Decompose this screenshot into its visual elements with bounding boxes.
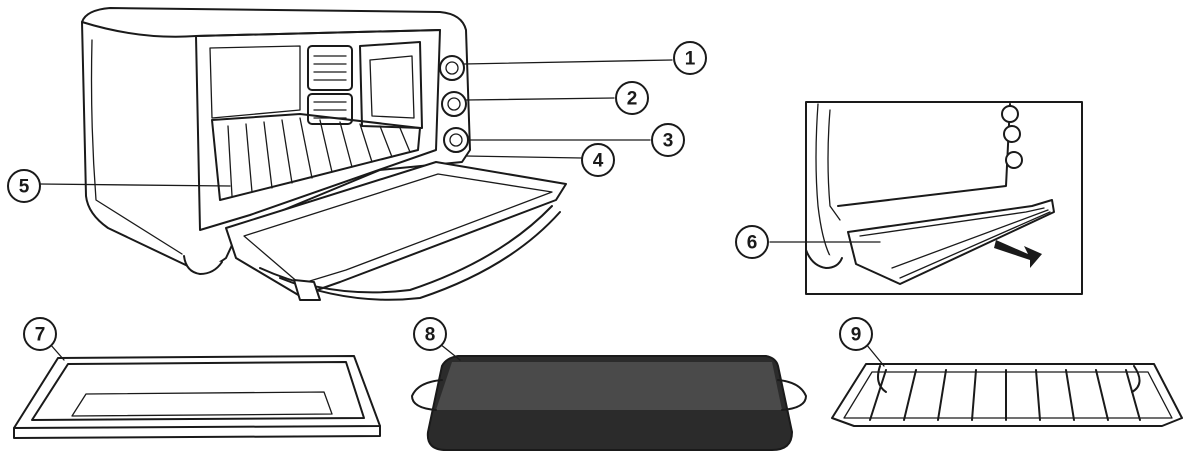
callout-5: 5 [8, 170, 40, 202]
callout-1: 1 [674, 42, 706, 74]
wire-rack-illustration [832, 364, 1182, 426]
leader-line-1 [464, 60, 672, 64]
callout-label-6: 6 [747, 233, 758, 254]
callout-label-5: 5 [19, 177, 30, 198]
callout-2: 2 [616, 82, 648, 114]
callout-8: 8 [414, 318, 446, 350]
callout-label-9: 9 [851, 325, 862, 346]
callout-label-2: 2 [627, 89, 638, 110]
crumb-tray-inset [806, 102, 1082, 294]
callout-label-8: 8 [425, 325, 436, 346]
air-fry-basket-illustration [412, 356, 806, 450]
toaster-oven-illustration [82, 8, 566, 300]
callout-label-3: 3 [663, 131, 674, 152]
callout-label-4: 4 [593, 151, 604, 172]
leader-line-4 [466, 156, 582, 158]
callout-6: 6 [736, 226, 768, 258]
callout-3: 3 [652, 124, 684, 156]
callout-9: 9 [840, 318, 872, 350]
callout-7: 7 [24, 318, 56, 350]
leader-line-7 [50, 344, 64, 360]
callout-label-1: 1 [685, 49, 696, 70]
callout-4: 4 [582, 144, 614, 176]
callout-label-7: 7 [35, 325, 46, 346]
leader-line-2 [466, 98, 614, 100]
baking-pan-illustration [14, 356, 380, 438]
leader-line-9 [866, 344, 884, 366]
